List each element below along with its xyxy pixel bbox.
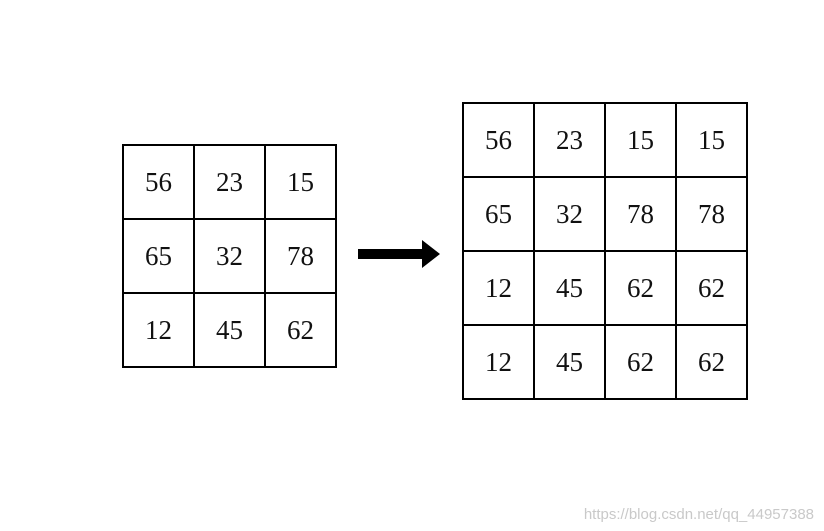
input-matrix-cell: 32 <box>193 218 266 294</box>
output-matrix-row: 12 45 62 62 <box>462 324 748 400</box>
input-matrix: 56 23 15 65 32 78 12 45 62 <box>122 144 337 368</box>
output-matrix-cell: 15 <box>604 102 677 178</box>
output-matrix-cell: 56 <box>462 102 535 178</box>
output-matrix-row: 12 45 62 62 <box>462 250 748 326</box>
input-matrix-cell: 78 <box>264 218 337 294</box>
input-matrix-row: 56 23 15 <box>122 144 337 220</box>
output-matrix-cell: 45 <box>533 250 606 326</box>
output-matrix-cell: 78 <box>604 176 677 252</box>
input-matrix-row: 65 32 78 <box>122 218 337 294</box>
output-matrix-cell: 62 <box>675 324 748 400</box>
input-matrix-cell: 23 <box>193 144 266 220</box>
arrow-right-icon <box>358 240 440 268</box>
output-matrix-cell: 32 <box>533 176 606 252</box>
watermark-text: https://blog.csdn.net/qq_44957388 <box>583 506 814 523</box>
output-matrix-cell: 12 <box>462 250 535 326</box>
output-matrix-row: 56 23 15 15 <box>462 102 748 178</box>
output-matrix-cell: 78 <box>675 176 748 252</box>
input-matrix-cell: 45 <box>193 292 266 368</box>
output-matrix-cell: 62 <box>675 250 748 326</box>
output-matrix-row: 65 32 78 78 <box>462 176 748 252</box>
input-matrix-cell: 56 <box>122 144 195 220</box>
input-matrix-cell: 65 <box>122 218 195 294</box>
output-matrix-cell: 45 <box>533 324 606 400</box>
input-matrix-cell: 62 <box>264 292 337 368</box>
output-matrix: 56 23 15 15 65 32 78 78 12 45 62 62 12 4… <box>462 102 748 400</box>
output-matrix-cell: 23 <box>533 102 606 178</box>
input-matrix-cell: 12 <box>122 292 195 368</box>
output-matrix-cell: 15 <box>675 102 748 178</box>
output-matrix-cell: 12 <box>462 324 535 400</box>
output-matrix-cell: 62 <box>604 250 677 326</box>
output-matrix-cell: 65 <box>462 176 535 252</box>
input-matrix-row: 12 45 62 <box>122 292 337 368</box>
output-matrix-cell: 62 <box>604 324 677 400</box>
input-matrix-cell: 15 <box>264 144 337 220</box>
